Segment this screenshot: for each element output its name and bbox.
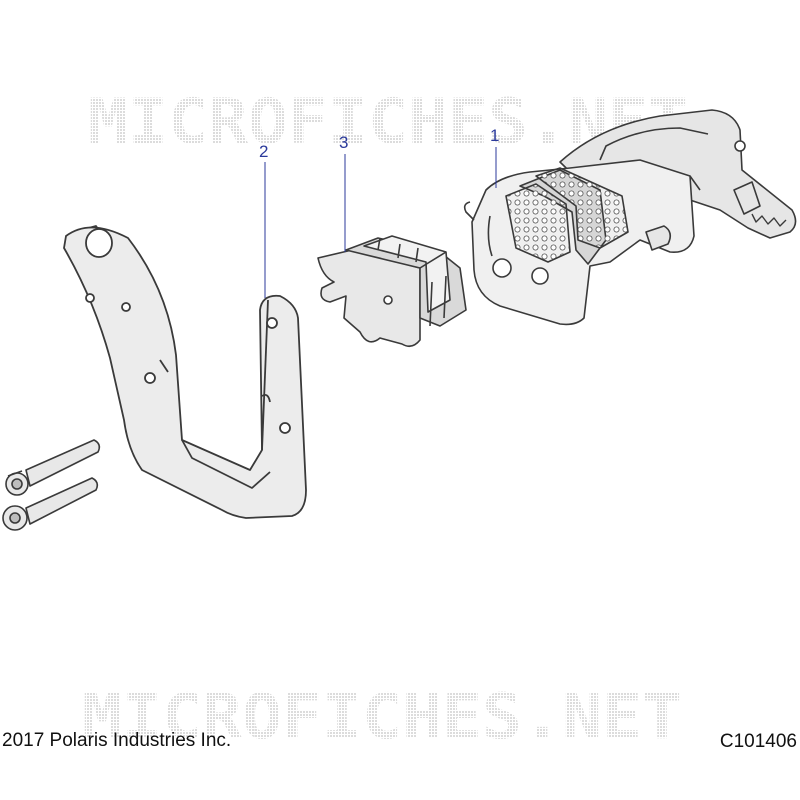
- watermark-bottom: MICROFICHES.NET: [82, 680, 682, 753]
- bracket: [63, 225, 307, 519]
- mounting-bolts: [2, 439, 101, 531]
- callout-number-3: 3: [339, 133, 348, 152]
- svg-text:MICROFICHES.NET: MICROFICHES.NET: [82, 680, 682, 753]
- callout-2: 2: [259, 142, 268, 298]
- callout-number-1: 1: [490, 126, 499, 145]
- callout-3: 3: [339, 133, 348, 252]
- bolt-lower: [2, 477, 99, 531]
- bolt-upper: [5, 439, 101, 496]
- catalog-code: C101406: [719, 731, 797, 752]
- copyright-text: 2017 Polaris Industries Inc.: [2, 730, 232, 751]
- callout-1: 1: [490, 126, 499, 188]
- brake-caliper: [463, 109, 797, 326]
- callout-number-2: 2: [259, 142, 268, 161]
- brake-pads: [317, 235, 467, 348]
